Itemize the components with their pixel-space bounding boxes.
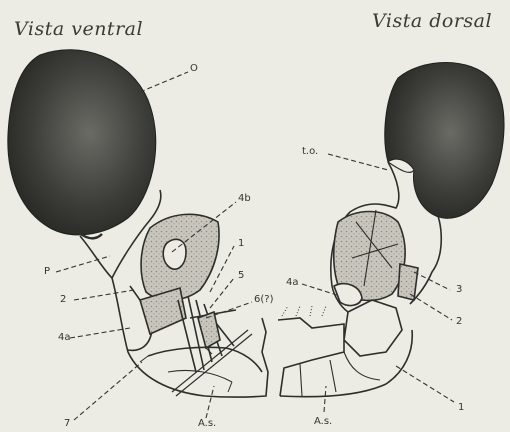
- ventral-title: Vista ventral: [14, 18, 143, 40]
- label-2-left: 2: [60, 294, 66, 305]
- dorsal-lower-plates: [278, 300, 402, 396]
- dorsal-plate-right: [398, 264, 418, 300]
- ventral-plate-2: [140, 288, 186, 334]
- ventral-foramen: [163, 239, 186, 269]
- label-6: 6(?): [254, 294, 273, 305]
- label-as-right: A.s.: [314, 416, 332, 427]
- label-2-right: 2: [456, 316, 462, 327]
- label-1-right: 1: [458, 402, 464, 413]
- label-4b: 4b: [238, 193, 251, 204]
- dorsal-title: Vista dorsal: [372, 10, 492, 32]
- ventral-view: [8, 50, 268, 397]
- label-1-left: 1: [238, 238, 244, 249]
- label-3: 3: [456, 284, 462, 295]
- ventral-basal: [148, 347, 262, 372]
- label-as-left: A.s.: [198, 418, 216, 429]
- dorsal-view: [278, 63, 504, 397]
- label-to: t.o.: [302, 146, 318, 157]
- label-4a-left: 4a: [58, 332, 71, 343]
- dorsal-ticks: [282, 306, 326, 316]
- label-4a-right: 4a: [286, 277, 299, 288]
- label-7: 7: [64, 418, 70, 429]
- ventral-eye: [8, 50, 156, 235]
- label-p: P: [44, 266, 50, 277]
- dorsal-basal: [300, 352, 380, 396]
- label-o: O: [190, 63, 198, 74]
- label-5: 5: [238, 270, 244, 281]
- dorsal-eye: [385, 63, 504, 219]
